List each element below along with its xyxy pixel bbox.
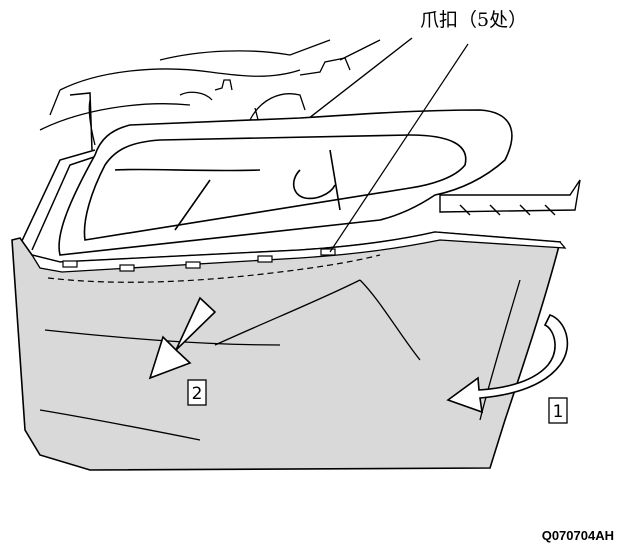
bumper-contours <box>39 279 521 441</box>
headlamp-assembly <box>58 109 513 256</box>
engine-bay-lineart <box>39 39 381 146</box>
bumper-top-edge <box>30 231 567 273</box>
step-1-box <box>548 397 568 424</box>
clip-markers <box>62 248 336 272</box>
fender-edge <box>19 92 101 251</box>
step-2-number: 2 <box>192 384 203 404</box>
step-1-number: 1 <box>553 402 564 422</box>
step-2-box <box>187 379 207 406</box>
grille-upper <box>439 179 581 216</box>
callout-label: 爪扣（5处） <box>420 9 527 31</box>
curved-arrow-icon <box>446 314 569 414</box>
figure-code: Q070704AH <box>542 528 614 543</box>
straight-arrow-icon <box>148 296 217 380</box>
callout-leader-line <box>329 43 469 253</box>
clip-dashed-outline <box>47 254 381 283</box>
